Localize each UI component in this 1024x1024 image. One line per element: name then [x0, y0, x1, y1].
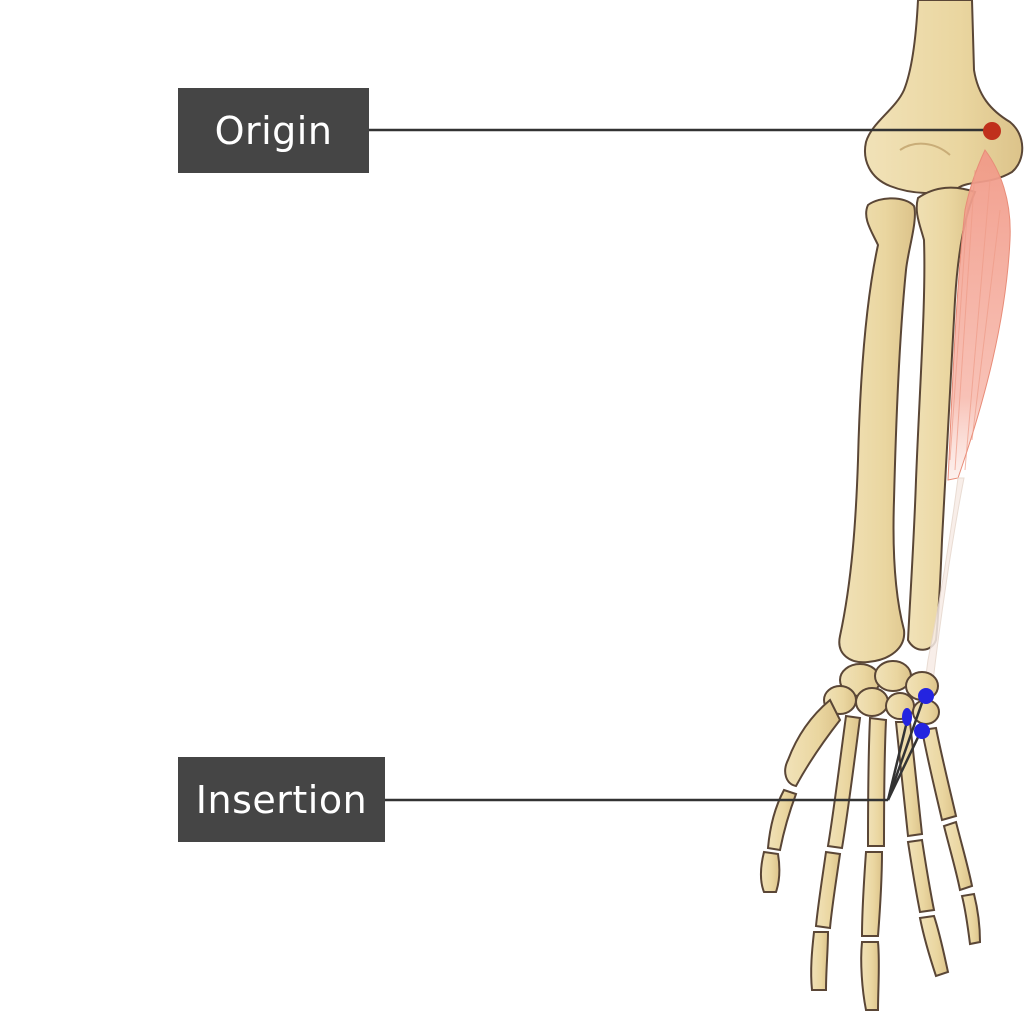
- thumb-bones: [760, 698, 842, 893]
- insertion-marker-3: [914, 723, 930, 739]
- origin-marker: [983, 122, 1001, 140]
- insertion-leader-branch-3: [886, 730, 923, 801]
- insertion-label: Insertion: [178, 757, 385, 842]
- insertion-leader-branch-2: [886, 716, 910, 801]
- radius-bone: [838, 197, 916, 664]
- humerus-bone: [864, 0, 1024, 195]
- ring-finger-bones: [894, 721, 950, 978]
- leader-lines: [369, 128, 988, 802]
- insertion-markers: [902, 688, 934, 739]
- middle-finger-bones: [860, 716, 888, 1011]
- insertion-marker-2: [902, 708, 912, 726]
- index-finger-bones: [810, 714, 862, 991]
- insertion-leader-branch-1: [886, 696, 926, 801]
- origin-label: Origin: [178, 88, 369, 173]
- insertion-marker-1: [918, 688, 934, 704]
- carpal-bones: [823, 660, 940, 725]
- little-finger-bones: [920, 726, 982, 946]
- flexor-muscle: [923, 149, 1011, 691]
